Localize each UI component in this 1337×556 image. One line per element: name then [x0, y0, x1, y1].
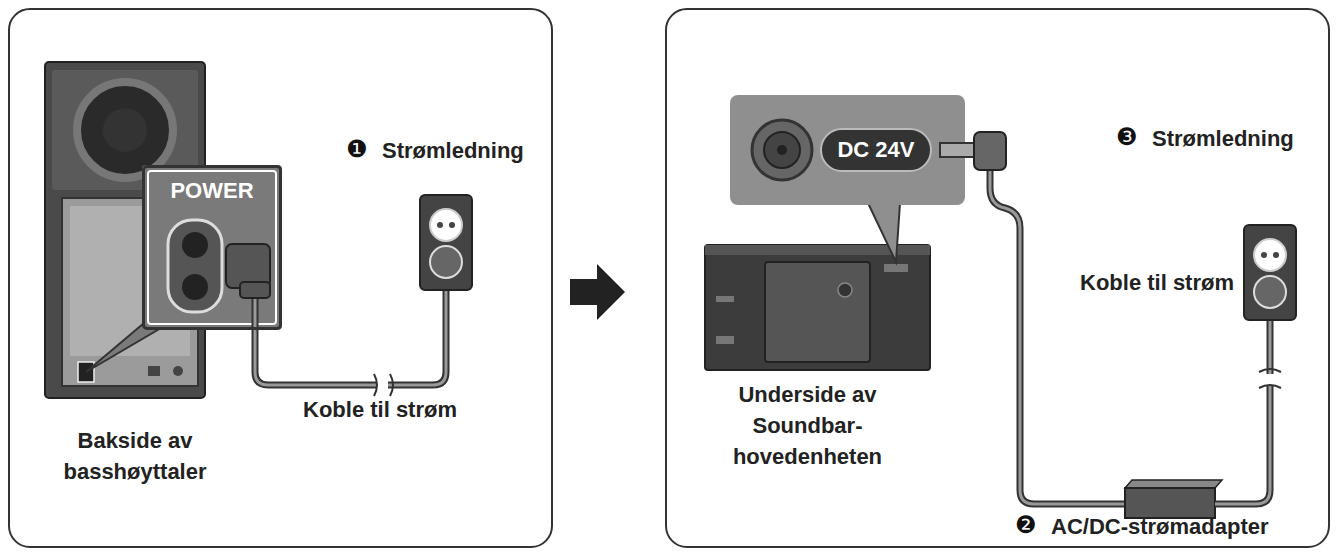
- zoom-inset-fill: [730, 95, 965, 205]
- label-text: Koble til strøm: [303, 395, 457, 426]
- dc-cord: [940, 132, 1125, 504]
- label-text: DC 24V: [837, 135, 914, 166]
- callout-number: ❸: [1116, 122, 1138, 153]
- ac-dc-adapter: [1125, 480, 1222, 518]
- power-cord-right: [1215, 320, 1281, 504]
- label-text: POWER: [170, 176, 253, 207]
- callout-number: ❷: [1015, 510, 1037, 541]
- instruction-panel: StrømledningKoble til strømBakside av ba…: [8, 8, 553, 548]
- instruction-panel: StrømledningKoble til strømUnderside av …: [665, 8, 1330, 548]
- callout-number: ❶: [346, 134, 368, 165]
- zoom-pointer: [868, 203, 900, 262]
- label-text: AC/DC-strømadapter: [1051, 512, 1269, 543]
- flow-arrow: [570, 264, 625, 320]
- label-text: Strømledning: [1152, 124, 1294, 155]
- zoom-inset-fill: [142, 165, 282, 330]
- label-text: Strømledning: [382, 136, 524, 167]
- dc-jack: [752, 120, 812, 180]
- caption-text: Underside av Soundbar-hovedenheten: [720, 380, 895, 472]
- label-text: Koble til strøm: [1080, 268, 1234, 299]
- iec-socket: [168, 220, 222, 312]
- wall-outlet-right: [1244, 225, 1296, 320]
- wall-outlet-left: [420, 195, 472, 290]
- power-cord-left: [226, 244, 446, 396]
- zoom-inset: POWER: [142, 165, 282, 330]
- port-label-pill: DC 24V: [820, 128, 932, 172]
- caption-text: Bakside av basshøyttaler: [50, 426, 220, 488]
